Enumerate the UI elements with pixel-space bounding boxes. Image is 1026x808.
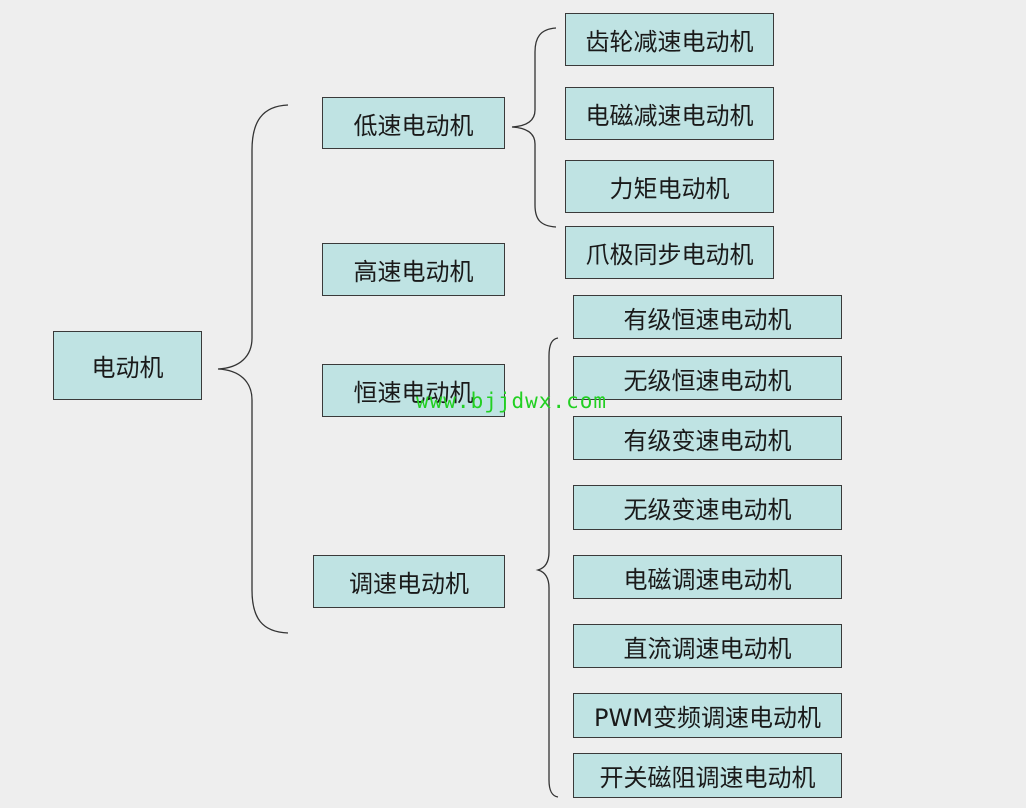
- node-switched-reluctance-adjustable-speed-motor: 开关磁阻调速电动机: [573, 753, 842, 798]
- node-stepped-variable-speed-motor: 有级变速电动机: [573, 416, 842, 460]
- node-label: 低速电动机: [353, 111, 474, 140]
- node-constant-speed-motor: 恒速电动机: [322, 364, 505, 417]
- root-brace: [217, 104, 289, 634]
- node-label: 齿轮减速电动机: [585, 28, 754, 56]
- node-label: 直流调速电动机: [623, 634, 792, 663]
- node-label: 高速电动机: [353, 258, 474, 286]
- node-dc-adjustable-speed-motor: 直流调速电动机: [573, 624, 842, 668]
- speed-brace: [535, 337, 559, 798]
- node-label: 恒速电动机: [353, 379, 474, 407]
- node-label: 电动机: [91, 354, 164, 382]
- node-label: 无级变速电动机: [623, 496, 792, 524]
- node-stepless-constant-speed-motor: 无级恒速电动机: [573, 356, 842, 400]
- node-label: 有级变速电动机: [623, 426, 792, 455]
- watermark-url: www.bjjdwx.com: [416, 389, 608, 413]
- node-claw-pole-synchronous-motor: 爪极同步电动机: [565, 226, 774, 279]
- node-stepped-constant-speed-motor: 有级恒速电动机: [573, 295, 842, 339]
- node-gear-reduction-motor: 齿轮减速电动机: [565, 13, 774, 66]
- node-electromagnetic-adjustable-speed-motor: 电磁调速电动机: [573, 555, 842, 599]
- node-high-speed-motor: 高速电动机: [322, 243, 505, 296]
- node-torque-motor: 力矩电动机: [565, 160, 774, 213]
- node-label: 电磁调速电动机: [623, 565, 792, 594]
- node-label: 开关磁阻调速电动机: [599, 764, 816, 792]
- node-electromagnetic-reduction-motor: 电磁减速电动机: [565, 87, 774, 140]
- node-label: 力矩电动机: [609, 175, 730, 203]
- node-adjustable-speed-motor: 调速电动机: [313, 555, 505, 608]
- low-speed-brace: [511, 27, 557, 228]
- node-label: 电磁减速电动机: [585, 102, 754, 130]
- node-pwm-vf-adjustable-speed-motor: PWM变频调速电动机: [573, 693, 842, 738]
- node-label: 爪极同步电动机: [585, 241, 754, 269]
- node-root-motor: 电动机: [53, 331, 202, 400]
- node-label: PWM变频调速电动机: [594, 704, 821, 732]
- node-stepless-variable-speed-motor: 无级变速电动机: [573, 485, 842, 530]
- node-label: 调速电动机: [349, 570, 469, 598]
- node-label: 无级恒速电动机: [623, 366, 792, 395]
- node-label: 有级恒速电动机: [623, 305, 792, 334]
- node-low-speed-motor: 低速电动机: [322, 97, 505, 149]
